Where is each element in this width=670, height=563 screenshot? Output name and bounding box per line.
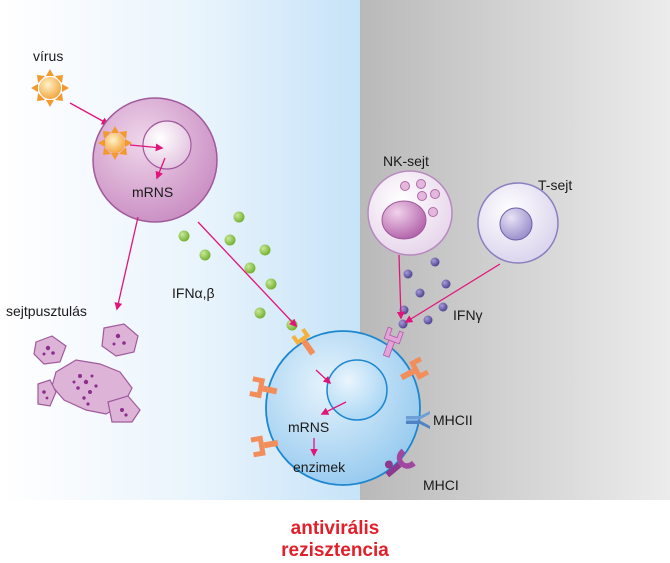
ifn-g-receptor-icon [382,326,404,358]
ifn-ab-receptor-icon [291,327,316,356]
arrow-signal-to-nucleus [315,369,332,385]
caption-line-1: antivirális [291,518,380,539]
infected-cell-nucleus [142,120,192,170]
dead-cell-debris [42,333,128,417]
mhc2-label: MHCII [433,412,473,428]
virus-icon [31,69,69,107]
t-cell-label: T-sejt [538,177,572,193]
nk-cell-label: NK-sejt [383,153,429,169]
orange-receptor-left-lower-icon [250,435,279,458]
arrow-nucleus-to-mrns [155,157,166,180]
mhc1-molecule-icon [384,448,416,478]
arrow-nk-to-receptor [396,254,405,320]
internal-virus-icon [98,126,132,160]
target-cell-nucleus [326,359,388,421]
t-cell [477,182,559,264]
ifn-gamma-molecules [398,257,451,329]
ifn-gamma-label: IFNγ [453,307,483,323]
target-cell [265,330,421,486]
infected-cell [92,97,218,223]
mhc2-molecule-icon [406,411,430,429]
mrns-top-label: mRNS [132,184,173,200]
mrns-bottom-label: mRNS [288,419,329,435]
orange-receptor-right-icon [399,356,430,381]
ifn-alpha-beta-label: IFNα,β [172,285,215,301]
enzymes-label: enzimek [293,459,346,475]
arrow-virus-to-nucleus [129,143,164,152]
arrow-nucleus-to-mrns-bottom [320,401,347,415]
arrow-ifn-ab-to-receptor [197,221,298,328]
arrow-t-cell-to-receptor [404,263,501,323]
virus-label: vírus [33,48,63,64]
nk-cell [367,170,453,256]
orange-receptor-left-upper-icon [249,376,278,399]
nk-granules [400,179,440,217]
caption-area [0,500,670,563]
mhc1-label: MHCI [423,477,459,493]
dead-cell-fragments [33,323,141,423]
caption-line-2: rezisztencia [281,540,389,561]
cell-death-label: sejtpusztulás [6,303,87,319]
arrow-to-cell-death [114,216,139,311]
arrow-virus-to-cell [69,102,110,125]
